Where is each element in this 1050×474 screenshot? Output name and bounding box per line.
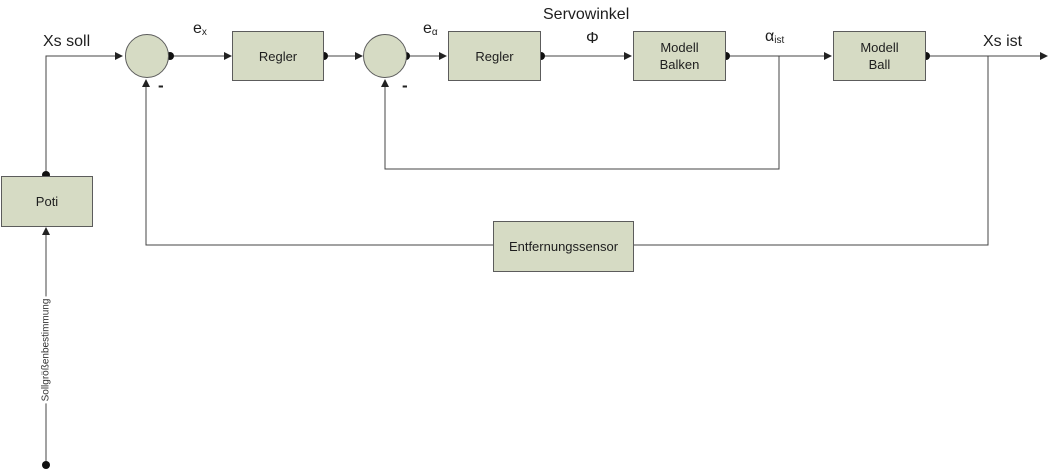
regler-block-2[interactable]: Regler — [448, 31, 541, 81]
e-x-base: e — [193, 20, 202, 37]
line-poti-to-sum1 — [45, 52, 123, 175]
entfernungssensor-block[interactable]: Entfernungssensor — [493, 221, 634, 272]
modell-balken-label: Modell Balken — [659, 40, 700, 72]
poti-block[interactable]: Poti — [1, 176, 93, 227]
connector-dot — [42, 461, 50, 469]
poti-label: Poti — [35, 194, 59, 209]
alpha-ist-base: α — [765, 28, 775, 45]
regler-block-1[interactable]: Regler — [232, 31, 324, 81]
minus-sign-inner: - — [402, 76, 408, 95]
modell-ball-label: Modell Ball — [860, 40, 899, 72]
minus-sign-outer: - — [158, 76, 164, 95]
line-outer-feedback-right — [634, 56, 989, 246]
e-x-subscript: x — [201, 27, 207, 38]
e-x-label: ex — [193, 20, 207, 38]
sollgroessenbestimmung-label: Sollgrößenbestimmung — [40, 296, 52, 404]
regler-block-2-label: Regler — [475, 48, 514, 64]
entfernungssensor-label: Entfernungssensor — [508, 239, 619, 254]
e-alpha-base: e — [423, 20, 432, 37]
modell-balken-block[interactable]: Modell Balken — [633, 31, 726, 81]
regler-block-1-label: Regler — [258, 48, 298, 64]
xs-soll-label: Xs soll — [43, 33, 91, 50]
alpha-ist-subscript: ist — [774, 35, 785, 46]
e-alpha-subscript: α — [431, 27, 438, 38]
modell-ball-block[interactable]: Modell Ball — [833, 31, 926, 81]
e-alpha-label: eα — [423, 20, 438, 38]
phi-label: Φ — [586, 30, 599, 47]
xs-ist-label: Xs ist — [983, 33, 1023, 50]
summing-junction-outer — [125, 34, 169, 78]
line-inner-feedback — [381, 56, 780, 170]
line-outer-feedback-left — [142, 79, 493, 246]
servowinkel-label: Servowinkel — [543, 6, 630, 23]
summing-junction-inner — [363, 34, 407, 78]
alpha-ist-label: αist — [765, 28, 784, 46]
